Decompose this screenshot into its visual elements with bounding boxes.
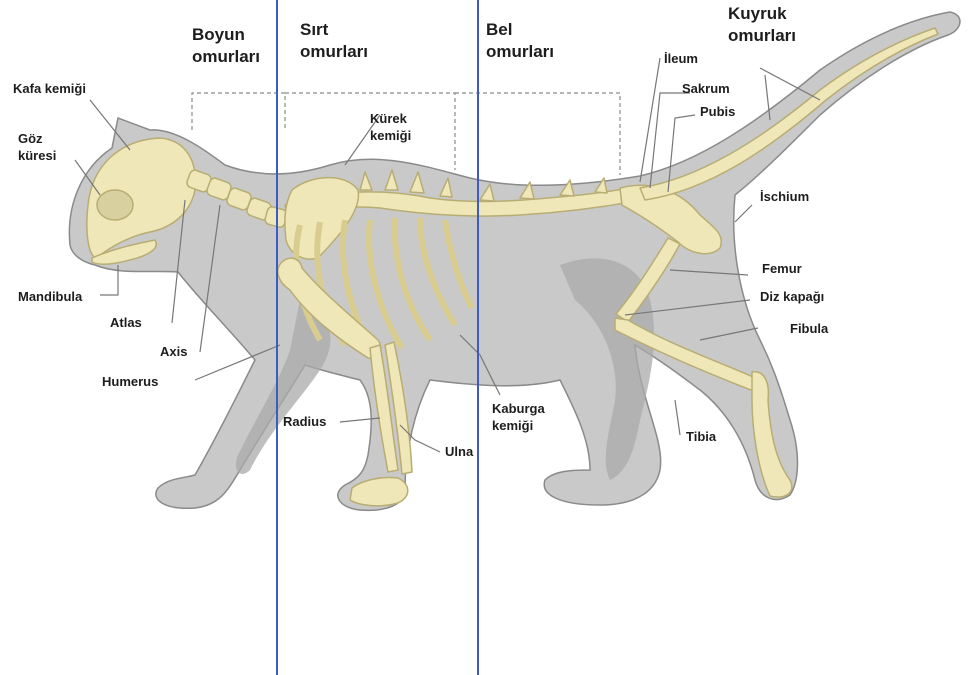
eye-socket bbox=[97, 190, 133, 220]
label-ileum: İleum bbox=[664, 50, 698, 67]
label-goz-kuresi: Göz küresi bbox=[18, 130, 56, 164]
divider-line-right bbox=[477, 0, 479, 675]
label-humerus: Humerus bbox=[102, 373, 158, 390]
label-femur: Femur bbox=[762, 260, 802, 277]
label-ischium: İschium bbox=[760, 188, 809, 205]
label-mandibula: Mandibula bbox=[18, 288, 82, 305]
label-diz-kapagi: Diz kapağı bbox=[760, 288, 824, 305]
label-pubis: Pubis bbox=[700, 103, 735, 120]
label-boyun-omurlari: Boyun omurları bbox=[192, 24, 260, 68]
label-sirt-omurlari: Sırt omurları bbox=[300, 19, 368, 63]
label-kurek-kemigi: Kürek kemiği bbox=[370, 110, 411, 144]
label-kuyruk-omurlari: Kuyruk omurları bbox=[728, 3, 796, 47]
label-ulna: Ulna bbox=[445, 443, 473, 460]
divider-line-left bbox=[276, 0, 278, 675]
label-axis: Axis bbox=[160, 343, 187, 360]
label-kaburga-kemigi: Kaburga kemiği bbox=[492, 400, 545, 434]
label-atlas: Atlas bbox=[110, 314, 142, 331]
label-sakrum: Sakrum bbox=[682, 80, 730, 97]
label-kafa-kemigi: Kafa kemiği bbox=[13, 80, 86, 97]
label-radius: Radius bbox=[283, 413, 326, 430]
label-bel-omurlari: Bel omurları bbox=[486, 19, 554, 63]
label-tibia: Tibia bbox=[686, 428, 716, 445]
label-fibula: Fibula bbox=[790, 320, 828, 337]
